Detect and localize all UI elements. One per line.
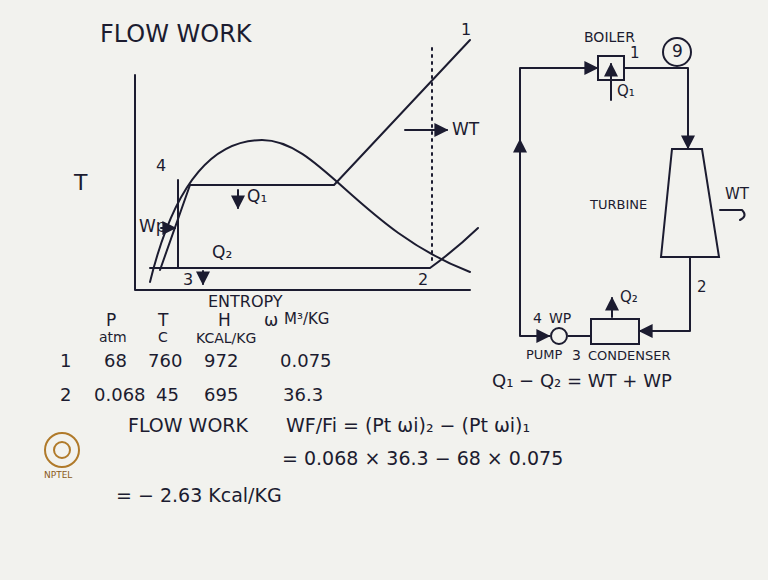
state-number: 1 bbox=[461, 22, 471, 38]
page-number: 9 bbox=[672, 43, 683, 60]
turbine-symbol-outline bbox=[660, 148, 720, 258]
flow-line bbox=[568, 335, 590, 337]
table-header: ω bbox=[264, 312, 278, 329]
flow-line bbox=[625, 68, 688, 148]
component-name: PUMP bbox=[526, 348, 562, 361]
table-cell: 45 bbox=[156, 386, 179, 404]
table-unit: C bbox=[158, 330, 168, 344]
heat-label: Q₁ bbox=[247, 188, 267, 205]
table-cell: 1 bbox=[60, 352, 71, 370]
table-cell: 0.068 bbox=[94, 386, 146, 404]
state-number: 2 bbox=[418, 272, 428, 288]
formula: WF/Fi = (Pt ωi)₂ − (Pt ωi)₁ bbox=[286, 416, 530, 435]
table-unit: KCAL/KG bbox=[196, 331, 256, 345]
flow-line bbox=[520, 68, 597, 336]
energy-balance: Q₁ − Q₂ = WT + WP bbox=[492, 372, 672, 390]
table-cell: 760 bbox=[148, 352, 182, 370]
table-header: H bbox=[218, 312, 231, 329]
boiler-box: BOILER bbox=[597, 55, 625, 81]
table-cell: 0.075 bbox=[280, 352, 332, 370]
work-label: WT bbox=[452, 121, 479, 138]
heat-label: Q₁ bbox=[617, 84, 635, 99]
state-number: 4 bbox=[533, 311, 542, 325]
axis-label: T bbox=[74, 172, 87, 194]
nptel-logo bbox=[45, 433, 79, 467]
heat-label: Q₂ bbox=[212, 244, 232, 261]
formula: = 0.068 × 36.3 − 68 × 0.075 bbox=[282, 449, 563, 468]
state-number: 1 bbox=[630, 46, 640, 61]
table-cell: 36.3 bbox=[283, 386, 323, 404]
table-unit: atm bbox=[99, 330, 127, 344]
table-header: T bbox=[158, 312, 168, 329]
nptel-logo-inner bbox=[54, 442, 70, 458]
work-label: WP bbox=[549, 311, 571, 325]
slide-title: FLOW WORK bbox=[100, 22, 252, 46]
table-cell: 68 bbox=[104, 352, 127, 370]
heat-label: Q₂ bbox=[620, 290, 638, 305]
component-name: CONDENSER bbox=[588, 349, 670, 362]
condenser-heat-arrow bbox=[611, 298, 613, 317]
flow-line bbox=[640, 258, 690, 331]
boiler-box-outline bbox=[597, 55, 625, 81]
expansion-line bbox=[431, 48, 433, 262]
table-cell: 972 bbox=[204, 352, 238, 370]
work-label: WT bbox=[725, 187, 749, 202]
condenser-box-outline bbox=[590, 318, 640, 345]
component-name: TURBINE bbox=[590, 198, 647, 211]
axes bbox=[135, 75, 470, 290]
section-heading: FLOW WORK bbox=[128, 416, 248, 435]
high-pressure-line bbox=[160, 40, 470, 270]
pump-line bbox=[177, 180, 179, 268]
heat-out-arrow bbox=[202, 271, 204, 284]
state-number: 3 bbox=[572, 348, 581, 362]
page-number-circle bbox=[663, 38, 691, 66]
state-number: 2 bbox=[697, 280, 707, 295]
turbine-work-arrow bbox=[405, 129, 447, 131]
state-number: 3 bbox=[183, 272, 193, 288]
work-label: Wp bbox=[139, 218, 167, 235]
table-cell: 2 bbox=[60, 386, 71, 404]
component-name: BOILER bbox=[584, 30, 635, 44]
low-pressure-line bbox=[150, 228, 478, 268]
table-cell: 695 bbox=[204, 386, 238, 404]
state-number: 4 bbox=[156, 158, 166, 174]
boiler-heat-arrow bbox=[610, 64, 612, 100]
axis-label: ENTROPY bbox=[208, 294, 283, 310]
result: = − 2.63 Kcal/KG bbox=[116, 486, 282, 505]
table-header: P bbox=[106, 312, 116, 329]
pump-symbol-outline bbox=[550, 327, 568, 345]
pump-symbol: PUMP bbox=[550, 327, 568, 345]
saturation-dome bbox=[150, 140, 470, 282]
turbine-symbol: TURBINE bbox=[660, 148, 720, 258]
condenser-box: CONDENSER bbox=[590, 318, 640, 345]
heat-in-arrow bbox=[237, 190, 239, 208]
table-unit: M³/KG bbox=[284, 312, 329, 327]
turbine-shaft bbox=[720, 210, 745, 220]
watermark: NPTEL bbox=[44, 471, 72, 480]
